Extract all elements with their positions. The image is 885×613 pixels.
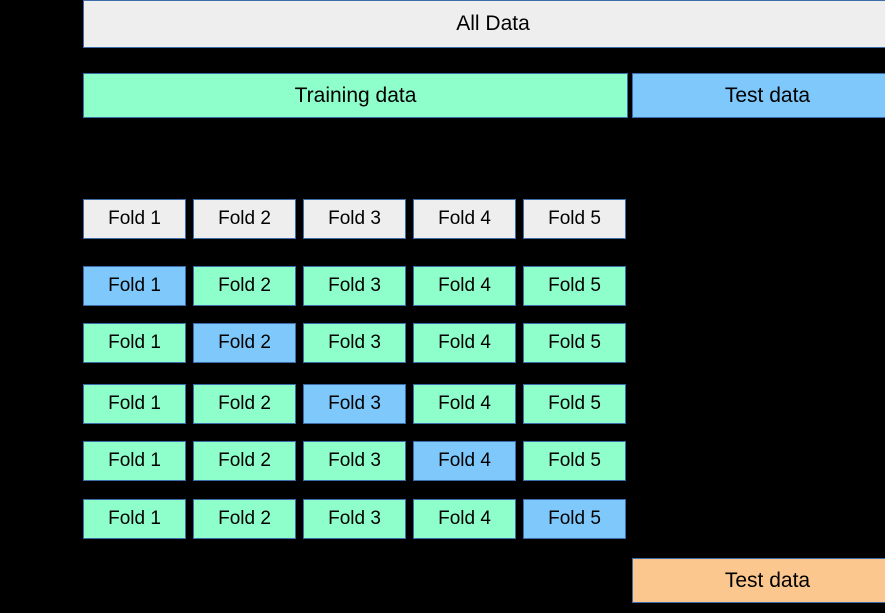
fold-header-2: Fold 2 bbox=[193, 199, 296, 239]
cv-row-5-fold-4-training: Fold 4 bbox=[413, 499, 516, 539]
cv-row-5-fold-1-training: Fold 1 bbox=[83, 499, 186, 539]
cv-row-2-fold-4-training: Fold 4 bbox=[413, 323, 516, 363]
cv-row-3-fold-2-training: Fold 2 bbox=[193, 384, 296, 424]
final-test-data-bar: Test data bbox=[632, 558, 885, 603]
cv-row-1-fold-5-training: Fold 5 bbox=[523, 266, 626, 306]
cv-row-4-fold-1-training: Fold 1 bbox=[83, 441, 186, 481]
cv-row-1-fold-2-training: Fold 2 bbox=[193, 266, 296, 306]
fold-header-1: Fold 1 bbox=[83, 199, 186, 239]
cv-row-3-fold-3-validation: Fold 3 bbox=[303, 384, 406, 424]
cv-row-3-fold-4-training: Fold 4 bbox=[413, 384, 516, 424]
training-data-bar: Training data bbox=[83, 73, 628, 118]
cv-row-4-fold-2-training: Fold 2 bbox=[193, 441, 296, 481]
all-data-bar: All Data bbox=[83, 0, 885, 48]
cv-row-5-fold-3-training: Fold 3 bbox=[303, 499, 406, 539]
fold-header-4: Fold 4 bbox=[413, 199, 516, 239]
cv-row-5-fold-2-training: Fold 2 bbox=[193, 499, 296, 539]
cv-row-1-fold-4-training: Fold 4 bbox=[413, 266, 516, 306]
cv-row-2-fold-2-validation: Fold 2 bbox=[193, 323, 296, 363]
cv-row-1-fold-3-training: Fold 3 bbox=[303, 266, 406, 306]
test-data-bar: Test data bbox=[632, 73, 885, 118]
cv-row-5-fold-5-validation: Fold 5 bbox=[523, 499, 626, 539]
cv-row-2-fold-3-training: Fold 3 bbox=[303, 323, 406, 363]
cv-row-2-fold-1-training: Fold 1 bbox=[83, 323, 186, 363]
cv-row-3-fold-5-training: Fold 5 bbox=[523, 384, 626, 424]
cv-row-4-fold-5-training: Fold 5 bbox=[523, 441, 626, 481]
cv-row-1-fold-1-validation: Fold 1 bbox=[83, 266, 186, 306]
fold-header-5: Fold 5 bbox=[523, 199, 626, 239]
fold-header-3: Fold 3 bbox=[303, 199, 406, 239]
cv-row-4-fold-4-validation: Fold 4 bbox=[413, 441, 516, 481]
cv-row-4-fold-3-training: Fold 3 bbox=[303, 441, 406, 481]
cv-row-3-fold-1-training: Fold 1 bbox=[83, 384, 186, 424]
cv-row-2-fold-5-training: Fold 5 bbox=[523, 323, 626, 363]
